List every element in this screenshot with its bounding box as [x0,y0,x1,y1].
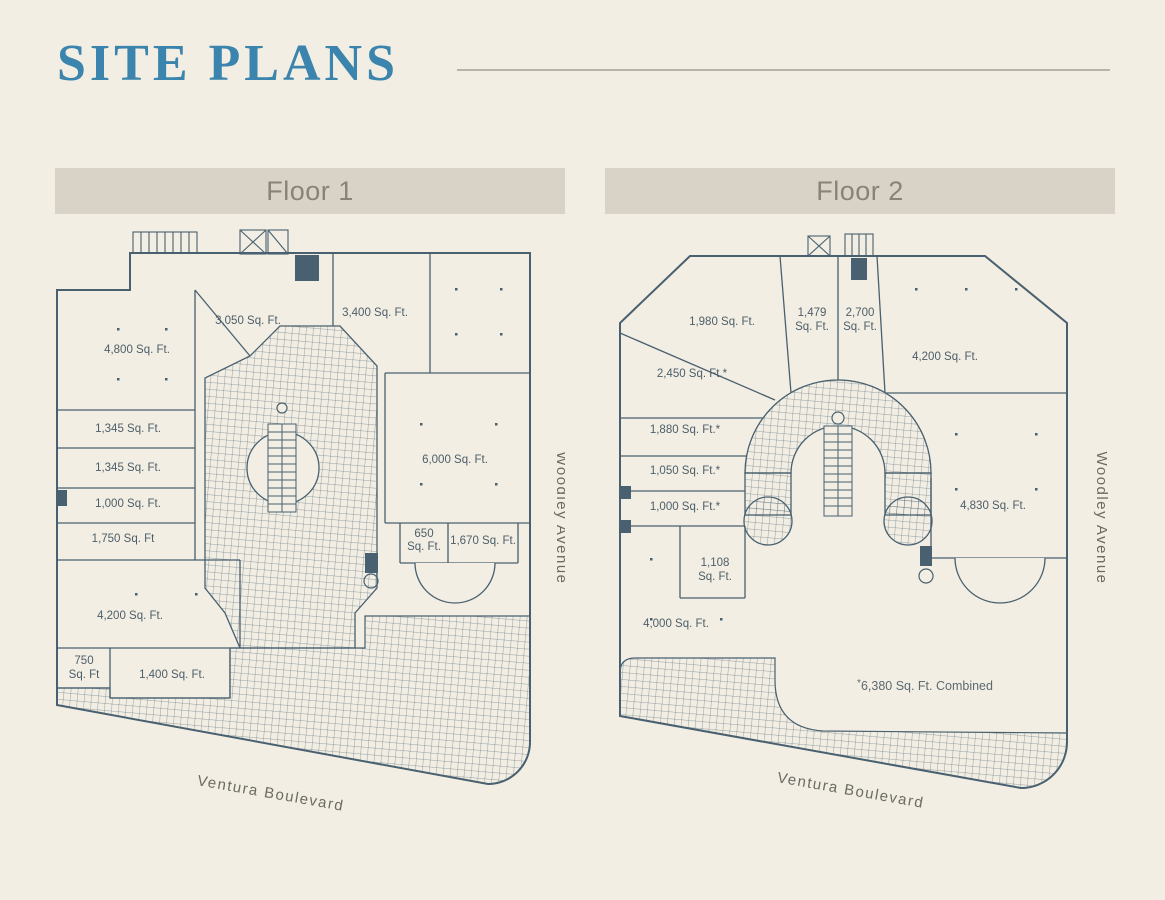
stair-block [365,553,378,573]
room-label-1000: 1,000 Sq. Ft. [95,498,161,510]
small-round-feature [363,573,379,589]
plaza-hatch [619,657,1068,789]
small-round-feature [918,568,934,584]
room-label-2700-sub: Sq. Ft. [843,321,877,333]
title-rule [457,68,1110,71]
room-label-1345a: 1,345 Sq. Ft. [95,423,161,435]
curved-wall [414,562,496,604]
room-label-750: 750 [74,655,93,667]
room-label-1108: 1,108 [701,557,730,569]
room-label-4830: 4,830 Sq. Ft. [960,500,1026,512]
room-label-1400: 1,400 Sq. Ft. [139,669,205,681]
column-marker-icon [831,411,845,425]
floor1-plan-drawing: 3,050 Sq. Ft. 3,400 Sq. Ft. 4,800 Sq. Ft… [56,229,565,813]
street-label-woodley: Woodley Avenue [553,451,565,584]
wall-block-a [620,486,631,499]
building-outline [619,255,1068,790]
floor1-section: Floor 1 [55,168,565,813]
room-label-1670: 1,670 Sq. Ft. [450,535,516,547]
stair-block [920,546,932,566]
street-label-woodley: Woodley Avenue [1093,451,1110,584]
room-label-1345b: 1,345 Sq. Ft. [95,462,161,474]
column-marker-icon [276,402,288,414]
room-label-2450: 2,450 Sq. Ft.* [657,368,728,380]
stairs-icon [844,233,874,257]
room-label-1479: 1,479 [798,307,827,319]
escalator-icon [267,423,297,513]
wall-block-b [620,520,631,533]
room-label-1980: 1,980 Sq. Ft. [689,316,755,328]
elevator-icon [807,235,831,257]
combined-note: *6,380 Sq. Ft. Combined [857,678,993,693]
street-label-ventura: Ventura Boulevard [196,772,346,813]
floor2-plan-drawing: 1,980 Sq. Ft. 1,479 Sq. Ft. 2,700 Sq. Ft… [619,233,1110,812]
curved-wall [954,557,1046,604]
room-label-750-sub: Sq. Ft [69,669,100,681]
room-label-1479-sub: Sq. Ft. [795,321,829,333]
room-label-1880: 1,880 Sq. Ft.* [650,424,721,436]
room-label-650: 650 [414,528,433,540]
room-label-1108-sub: Sq. Ft. [698,571,732,583]
floor1-header: Floor 1 [55,168,565,214]
floor2-header: Floor 2 [605,168,1115,214]
building-outline [56,252,531,786]
room-label-1050: 1,050 Sq. Ft.* [650,465,721,477]
title-row: SITE PLANS [57,34,1110,93]
floor1-plan: 3,050 Sq. Ft. 3,400 Sq. Ft. 4,800 Sq. Ft… [55,228,565,813]
room-label-2700: 2,700 [846,307,875,319]
room-label-3400: 3,400 Sq. Ft. [342,307,408,319]
escalator-icon [823,425,853,517]
elevator-icon [239,229,289,255]
stairs-icon [132,231,198,254]
interior-walls [57,253,530,699]
floor2-section: Floor 2 [605,168,1115,813]
floor2-plan: 1,980 Sq. Ft. 1,479 Sq. Ft. 2,700 Sq. Ft… [605,228,1115,813]
page-title: SITE PLANS [57,35,399,92]
wall-block [57,490,67,506]
service-block [851,258,867,280]
room-label-4200: 4,200 Sq. Ft. [97,610,163,622]
room-label-3050: 3,050 Sq. Ft. [215,315,281,327]
column-dots [117,288,503,596]
room-label-4800: 4,800 Sq. Ft. [104,344,170,356]
room-label-4000: 4,000 Sq. Ft. [643,618,709,630]
room-label-1750: 1,750 Sq. Ft [92,533,155,545]
column-dots [650,288,1038,621]
service-block [295,255,319,281]
room-label-650-sub: Sq. Ft. [407,541,441,553]
concourse-hatch [743,379,933,546]
room-label-4200: 4,200 Sq. Ft. [912,351,978,363]
room-label-1000: 1,000 Sq. Ft.* [650,501,721,513]
room-label-6000: 6,000 Sq. Ft. [422,454,488,466]
street-label-ventura: Ventura Boulevard [776,769,926,812]
